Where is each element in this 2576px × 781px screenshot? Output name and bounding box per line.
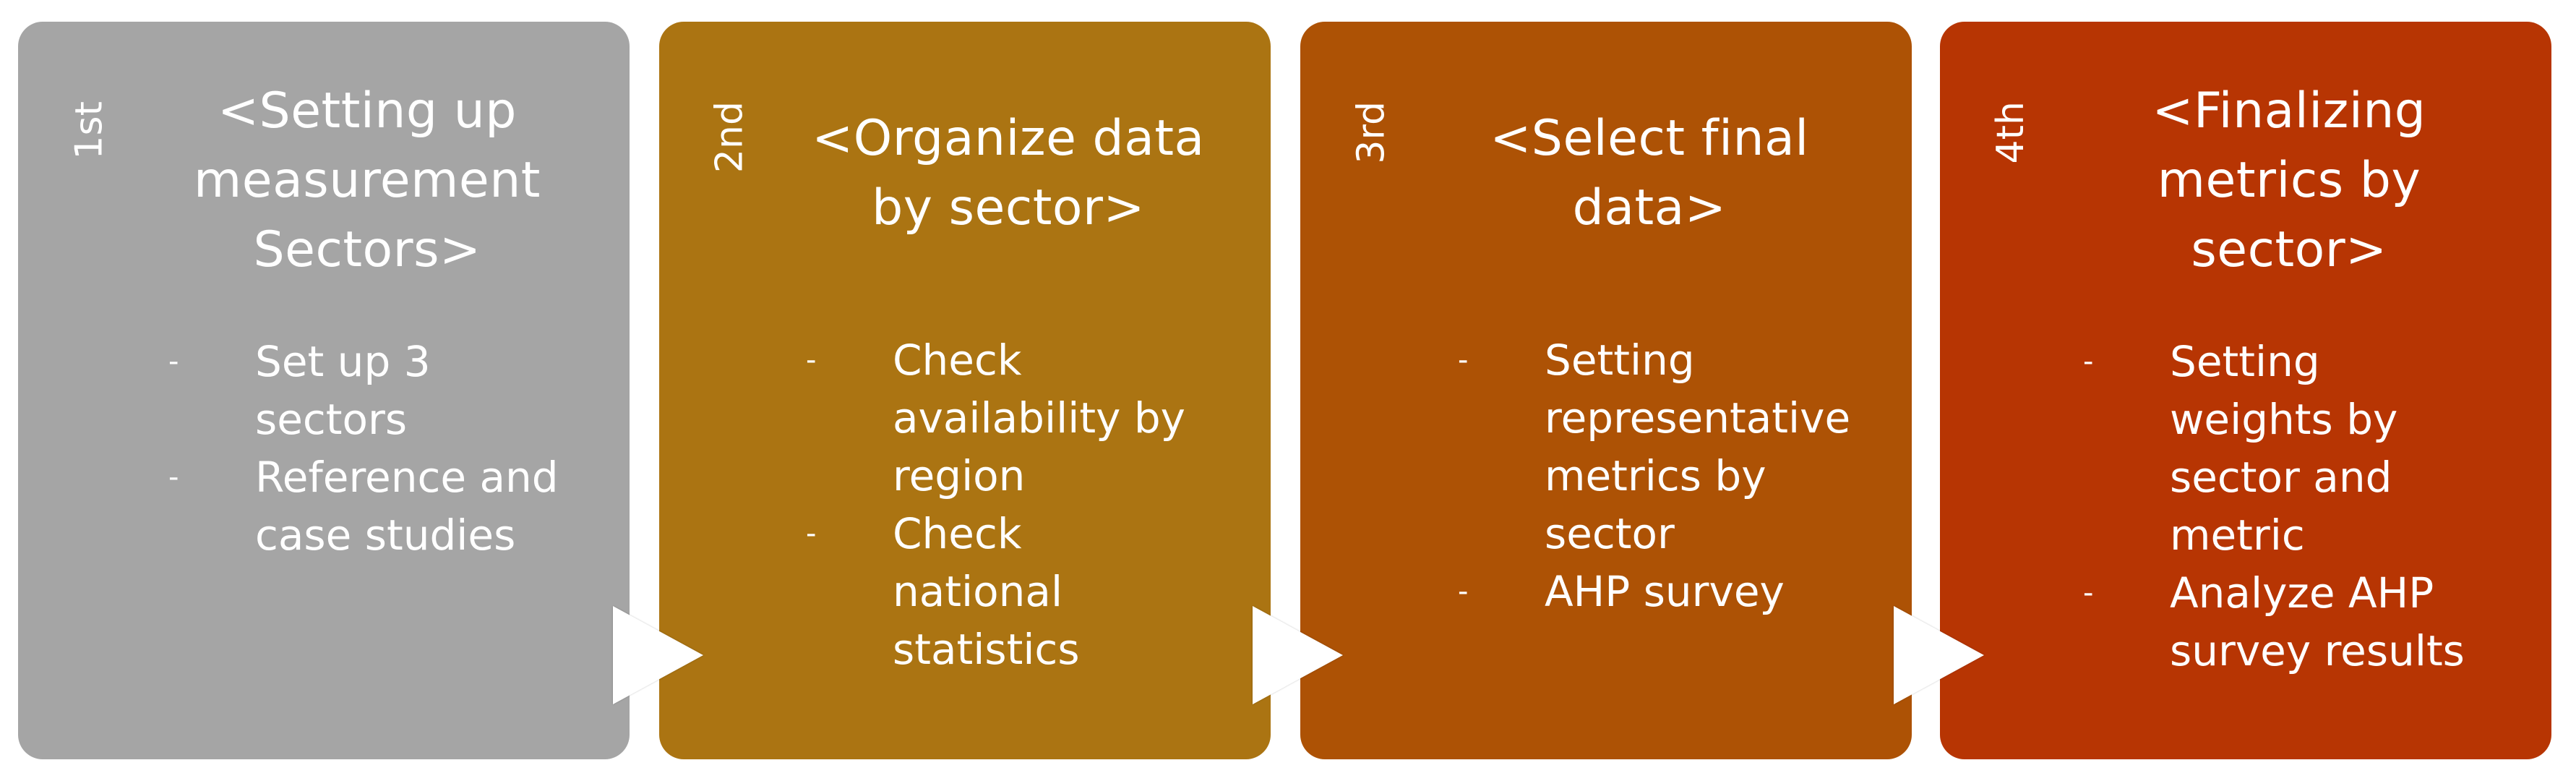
bullet-item: - AHP survey xyxy=(1438,563,1897,620)
step-title-text: <Organize data by sector> xyxy=(812,110,1205,236)
bullet-text: Check availability by region xyxy=(893,336,1185,500)
bullet-text: Analyze AHP survey results xyxy=(2170,568,2465,675)
dash-bullet-icon: - xyxy=(168,345,179,378)
step-number-text: 4th xyxy=(1989,101,2032,164)
step-number-text: 3rd xyxy=(1349,101,1393,164)
bullet-item: - Set up 3 sectors xyxy=(148,333,615,448)
step-title: <Setting up measurement Sectors> xyxy=(134,61,601,300)
step-bullet-list: - Set up 3 sectors - Reference and case st… xyxy=(148,333,615,564)
arrow-right-icon xyxy=(613,606,703,704)
bullet-text: Check national statistics xyxy=(893,509,1080,674)
dash-bullet-icon: - xyxy=(1458,575,1469,608)
step-number-label: 2nd xyxy=(701,51,759,195)
bullet-text: Reference and case studies xyxy=(255,453,559,560)
step-number-text: 2nd xyxy=(708,101,752,174)
step-panel-3: 3rd <Select final data> - Setting represe… xyxy=(1300,22,1912,759)
step-title: <Select final data> xyxy=(1416,61,1883,286)
dash-bullet-icon: - xyxy=(2083,345,2094,378)
step-panel-1: 1st <Setting up measurement Sectors> - Se… xyxy=(18,22,630,759)
step-bullet-list: - Setting weights by sector and metric - A… xyxy=(2063,333,2537,680)
bullet-item: - Setting representative metrics by secto… xyxy=(1438,331,1897,563)
bullet-item: - Analyze AHP survey results xyxy=(2063,564,2537,680)
bullet-item: - Check national statistics xyxy=(786,505,1256,678)
step-title-text: <Select final data> xyxy=(1490,110,1809,236)
bullet-text: Setting weights by sector and metric xyxy=(2170,337,2398,560)
step-panel-2: 2nd <Organize data by sector> - Check ava… xyxy=(659,22,1271,759)
bullet-text: Set up 3 sectors xyxy=(255,337,431,444)
bullet-item: - Check availability by region xyxy=(786,331,1256,505)
arrow-right-icon xyxy=(1253,606,1343,704)
step-number-label: 1st xyxy=(60,51,118,195)
step-title-text: <Setting up measurement Sectors> xyxy=(194,82,541,278)
step-bullet-list: - Check availability by region - Check nat… xyxy=(786,331,1256,678)
step-number-label: 3rd xyxy=(1342,51,1400,195)
step-title-text: <Finalizing metrics by sector> xyxy=(2152,82,2426,278)
step-number-label: 4th xyxy=(1982,51,2040,195)
bullet-item: - Setting weights by sector and metric xyxy=(2063,333,2537,564)
step-bullet-list: - Setting representative metrics by secto… xyxy=(1438,331,1897,620)
step-panel-4: 4th <Finalizing metrics by sector> - Sett… xyxy=(1940,22,2551,759)
dash-bullet-icon: - xyxy=(1458,343,1469,377)
dash-bullet-icon: - xyxy=(806,517,817,550)
dash-bullet-icon: - xyxy=(2083,576,2094,610)
step-title: <Finalizing metrics by sector> xyxy=(2056,61,2523,300)
dash-bullet-icon: - xyxy=(168,461,179,494)
step-title: <Organize data by sector> xyxy=(775,61,1242,286)
bullet-item: - Reference and case studies xyxy=(148,448,615,564)
arrow-right-icon xyxy=(1894,606,1984,704)
bullet-text: Setting representative metrics by sector xyxy=(1545,336,1851,558)
dash-bullet-icon: - xyxy=(806,343,817,377)
bullet-text: AHP survey xyxy=(1545,567,1785,616)
step-number-text: 1st xyxy=(67,101,111,160)
